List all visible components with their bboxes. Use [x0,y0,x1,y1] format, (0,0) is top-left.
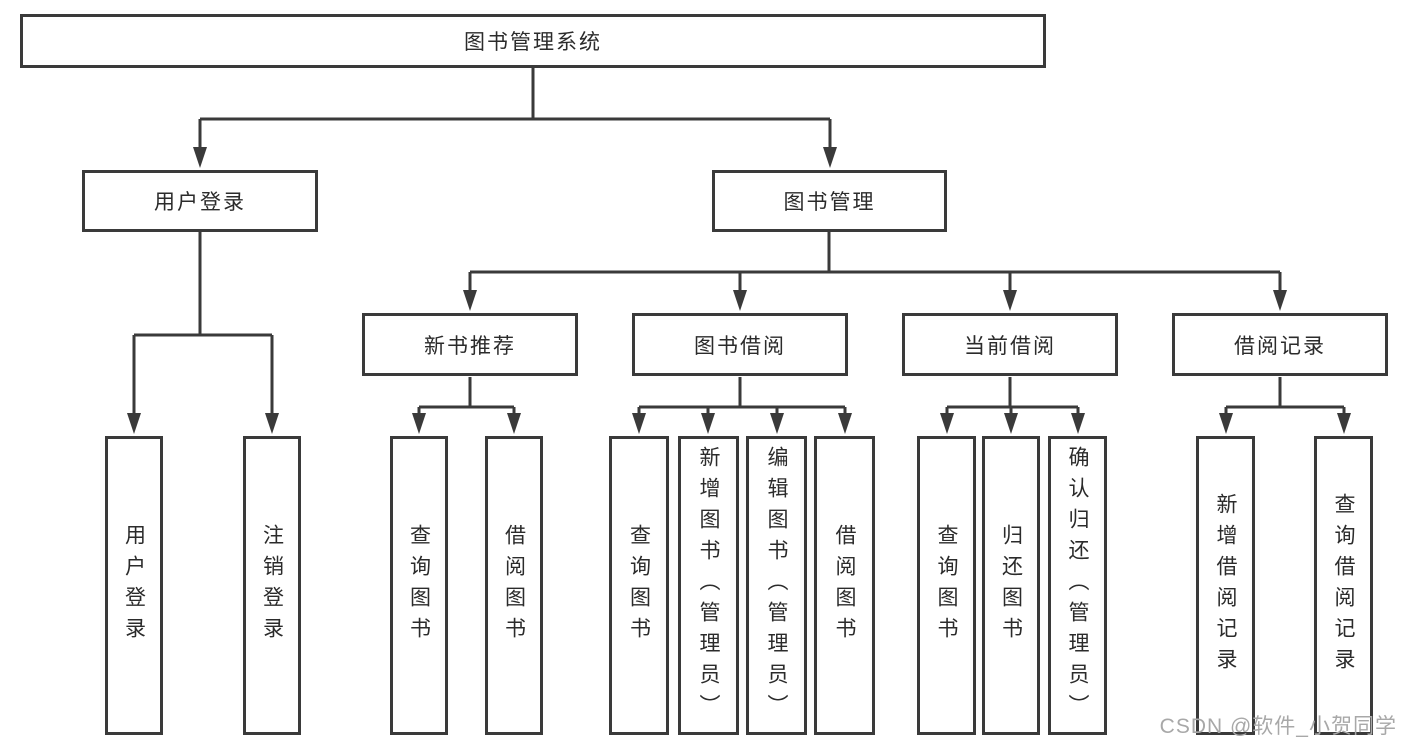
leaf-current-confirm-admin: 确认归还（管理员） [1048,436,1107,735]
node-book-management: 图书管理 [712,170,947,232]
leaf-borrow-edit-admin: 编辑图书（管理员） [746,436,807,735]
leaf-borrow-query-label: 查询图书 [627,523,651,648]
node-user-login: 用户登录 [82,170,318,232]
node-root-system: 图书管理系统 [20,14,1046,68]
leaf-records-add: 新增借阅记录 [1196,436,1255,735]
node-book-management-label: 图书管理 [783,191,876,214]
node-root-label: 图书管理系统 [464,31,602,54]
leaf-newbook-borrow: 借阅图书 [485,436,543,735]
arrowheads [127,147,1351,434]
node-book-borrow: 图书借阅 [632,313,848,376]
leaf-borrow-borrow-label: 借阅图书 [833,523,856,648]
leaf-newbook-borrow-label: 借阅图书 [502,523,526,648]
leaf-records-query-label: 查询借阅记录 [1332,492,1355,679]
leaf-current-query-label: 查询图书 [935,523,958,648]
leaf-user-login: 用户登录 [105,436,163,735]
node-borrow-records: 借阅记录 [1172,313,1388,376]
connector-lines [132,68,1346,414]
node-current-borrow: 当前借阅 [902,313,1118,376]
leaf-current-confirm-admin-label: 确认归还（管理员） [1066,446,1089,725]
leaf-newbook-query-label: 查询图书 [407,523,431,648]
leaf-borrow-borrow: 借阅图书 [814,436,875,735]
leaf-user-login-label: 用户登录 [122,523,146,648]
leaf-borrow-edit-admin-label: 编辑图书（管理员） [765,446,788,725]
node-book-borrow-label: 图书借阅 [694,334,786,358]
csdn-watermark: CSDN @软件_小贺同学 [1159,715,1397,738]
leaf-records-query: 查询借阅记录 [1314,436,1373,735]
leaf-current-return: 归还图书 [982,436,1040,735]
node-borrow-records-label: 借阅记录 [1234,334,1326,358]
leaf-borrow-add-admin: 新增图书（管理员） [678,436,739,735]
leaf-borrow-query: 查询图书 [609,436,669,735]
node-new-book-recommend: 新书推荐 [362,313,578,376]
node-user-login-label: 用户登录 [154,191,246,214]
node-new-book-recommend-label: 新书推荐 [424,334,516,358]
leaf-logout-label: 注销登录 [260,523,284,648]
leaf-borrow-add-admin-label: 新增图书（管理员） [697,446,720,725]
leaf-records-add-label: 新增借阅记录 [1214,492,1237,679]
leaf-current-return-label: 归还图书 [999,523,1023,648]
leaf-current-query: 查询图书 [917,436,976,735]
leaf-logout: 注销登录 [243,436,301,735]
node-current-borrow-label: 当前借阅 [964,334,1056,358]
leaf-newbook-query: 查询图书 [390,436,448,735]
